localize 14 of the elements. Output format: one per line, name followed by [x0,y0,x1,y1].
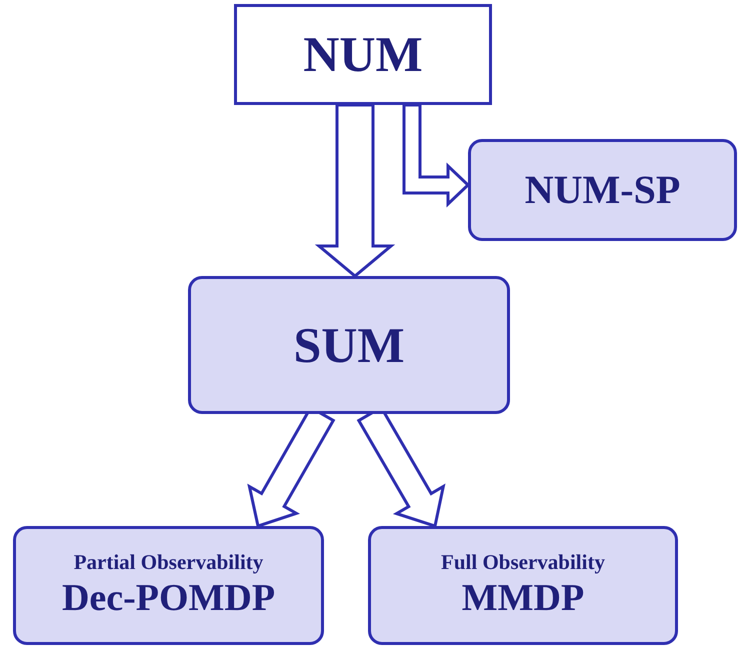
box-subtitle: Full Observability [441,551,605,574]
box-title: SUM [293,318,405,372]
block-arrow [402,104,470,208]
process-box [468,139,737,241]
process-box [188,276,510,414]
process-box [234,4,492,105]
box-subtitle: Partial Observability [74,551,264,574]
box-title: MMDP [462,578,584,620]
process-box [368,526,678,645]
process-box [13,526,324,645]
box-title: NUM [303,27,423,82]
block-arrow [314,104,396,278]
box-title: Dec-POMDP [62,578,276,620]
box-title: NUM-SP [524,168,680,212]
